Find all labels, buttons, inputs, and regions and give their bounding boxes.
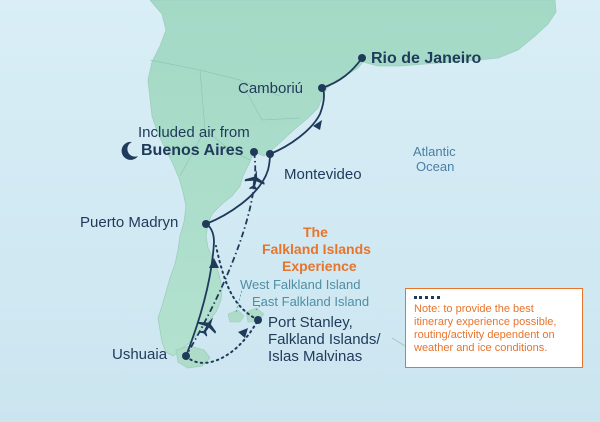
- arrow-icon: [209, 258, 219, 268]
- island-label-west: West Falkland Island: [240, 277, 361, 292]
- port-label-camboriu: Camboriú: [238, 80, 304, 97]
- port-dot-rio: [358, 54, 366, 62]
- flight-path: [185, 151, 257, 357]
- feature-title-line3: Experience: [282, 258, 357, 274]
- country-borders: [149, 59, 301, 177]
- port-dot-montevideo: [266, 150, 274, 158]
- ocean-label-line1: Atlantic: [413, 144, 456, 159]
- port-dot-camboriu: [318, 84, 326, 92]
- port-label-buenos-aires-line1: Included air from: [138, 124, 250, 141]
- arrow-icon: [238, 328, 248, 338]
- dotted-line-legend: [414, 296, 440, 299]
- port-dot-ushuaia: [182, 352, 190, 360]
- port-label-stanley-line1: Port Stanley,: [268, 314, 353, 331]
- note-box: Note: to provide the best itinerary expe…: [405, 288, 583, 368]
- feature-title-line2: Falkland Islands: [262, 241, 371, 257]
- port-dot-port-stanley: [254, 316, 262, 324]
- port-label-buenos-aires: Buenos Aires: [141, 142, 244, 159]
- port-label-stanley-line3: Islas Malvinas: [268, 348, 363, 365]
- route-dotted-stanley-madryn: [215, 245, 259, 321]
- route-dotted-ushuaia-stanley: [185, 319, 259, 364]
- port-dot-buenos-aires: [250, 148, 258, 156]
- note-leader: [391, 337, 406, 347]
- ocean-label-line2: Ocean: [416, 159, 455, 174]
- airplane-icon: [197, 317, 217, 337]
- port-label-puerto-madryn: Puerto Madryn: [80, 214, 179, 231]
- tierra-del-fuego: [175, 345, 211, 369]
- port-label-ushuaia: Ushuaia: [112, 346, 168, 363]
- port-dot-puerto-madryn: [202, 220, 210, 228]
- island-label-east: East Falkland Island: [252, 294, 370, 309]
- port-label-montevideo: Montevideo: [284, 166, 362, 183]
- moon-icon: [121, 141, 138, 160]
- arrow-icon: [313, 120, 322, 130]
- airplane-icon: [244, 170, 265, 191]
- port-label-stanley-line2: Falkland Islands/: [268, 331, 381, 348]
- island-leader-lines: [235, 289, 265, 313]
- feature-title-line1: The: [303, 224, 328, 240]
- port-label-rio: Rio de Janeiro: [371, 50, 482, 67]
- note-text: Note: to provide the best itinerary expe…: [414, 303, 557, 354]
